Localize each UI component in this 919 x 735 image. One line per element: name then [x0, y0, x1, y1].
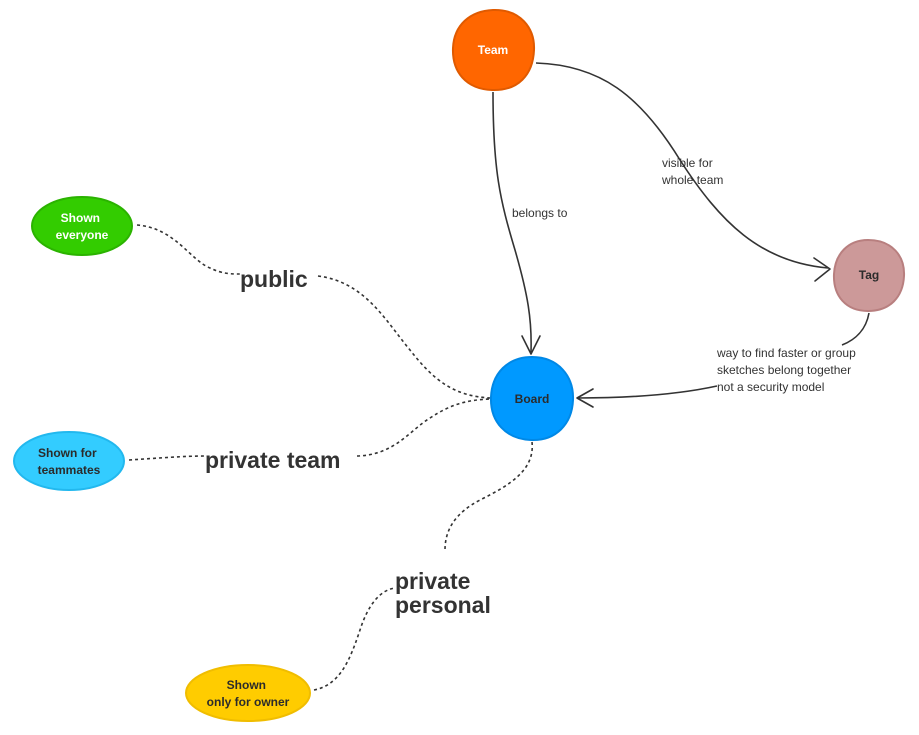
- node-shown-owner-label: Shown only for owner: [207, 678, 290, 709]
- edge-team-board-arrowhead: [521, 335, 541, 355]
- node-board[interactable]: [489, 355, 575, 442]
- node-tag[interactable]: [832, 238, 906, 313]
- edge-tag-board-arrowhead: [576, 388, 594, 408]
- edge-label-belongs-to: belongs to: [512, 206, 568, 220]
- edge-tag-board-lower: [577, 385, 718, 399]
- node-shown-teammates[interactable]: [13, 431, 125, 491]
- label-private-personal: private personal: [395, 568, 491, 618]
- edge-owner-privatepersonal: [313, 587, 396, 691]
- node-team-label: Team: [478, 43, 508, 57]
- node-shown-owner[interactable]: [185, 664, 311, 722]
- node-team[interactable]: [451, 8, 536, 92]
- edge-team-board: [492, 91, 532, 353]
- edge-team-tag-arrowhead: [813, 257, 831, 282]
- edge-tag-board: [841, 312, 870, 346]
- edge-public-board: [317, 275, 491, 399]
- node-shown-everyone[interactable]: [31, 196, 133, 256]
- node-shown-teammates-label: Shown for teammates: [38, 446, 101, 477]
- edge-label-tag-purpose: way to find faster or group sketches bel…: [716, 346, 859, 394]
- edge-label-visible-for-team: visible for whole team: [661, 156, 723, 187]
- node-shown-everyone-label: Shown everyone: [56, 211, 109, 242]
- edge-privateteam-board: [356, 398, 491, 457]
- label-public: public: [240, 266, 308, 292]
- edge-board-privatepersonal: [444, 441, 533, 551]
- edge-everyone-public: [136, 224, 241, 275]
- node-board-label: Board: [515, 392, 550, 406]
- label-private-team: private team: [205, 447, 341, 473]
- edge-team-tag: [535, 62, 829, 269]
- edge-teammates-privateteam: [128, 455, 206, 461]
- node-tag-label: Tag: [859, 268, 879, 282]
